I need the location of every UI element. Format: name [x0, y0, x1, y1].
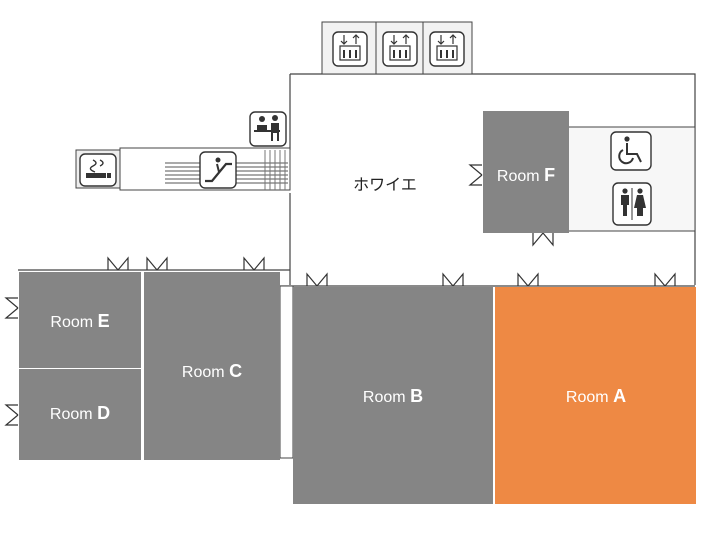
foyer-label: ホワイエ — [353, 175, 417, 194]
door — [468, 164, 483, 186]
door — [306, 272, 328, 287]
door — [107, 256, 129, 271]
room-c-area[interactable] — [144, 272, 280, 460]
reception-icon — [249, 111, 287, 147]
door — [243, 256, 265, 271]
room-b[interactable]: Room B — [293, 287, 493, 504]
smoking-area-icon — [75, 149, 121, 189]
room-c[interactable]: Room C — [144, 272, 280, 460]
door — [654, 272, 676, 287]
door — [532, 232, 554, 247]
elevator-icon — [382, 31, 418, 67]
room-a[interactable]: Room A — [495, 287, 696, 504]
door — [4, 297, 19, 319]
room-d[interactable]: Room D — [19, 369, 141, 460]
room-b-area[interactable] — [293, 287, 493, 504]
wheelchair-icon — [610, 131, 652, 171]
elevator-icon — [429, 31, 465, 67]
elevator-bank — [321, 21, 473, 75]
room-a-label: Room A — [566, 386, 626, 406]
door — [442, 272, 464, 287]
doors — [4, 164, 676, 426]
door — [4, 404, 19, 426]
room-a-area[interactable] — [495, 287, 696, 504]
room-f-area[interactable] — [483, 111, 569, 233]
room-d-area[interactable] — [19, 369, 141, 460]
room-f[interactable]: Room F — [483, 111, 569, 233]
elevator-icon — [332, 31, 368, 67]
room-c-label: Room C — [182, 361, 242, 381]
room-e[interactable]: Room E — [19, 272, 141, 368]
escalator-icon — [199, 151, 237, 189]
restroom-icon — [612, 182, 652, 226]
room-b-label: Room B — [363, 386, 423, 406]
door — [146, 256, 168, 271]
room-e-area[interactable] — [19, 272, 141, 368]
room-e-label: Room E — [50, 311, 109, 331]
room-f-label: Room F — [497, 165, 555, 185]
room-d-label: Room D — [50, 403, 110, 423]
door — [517, 272, 539, 287]
